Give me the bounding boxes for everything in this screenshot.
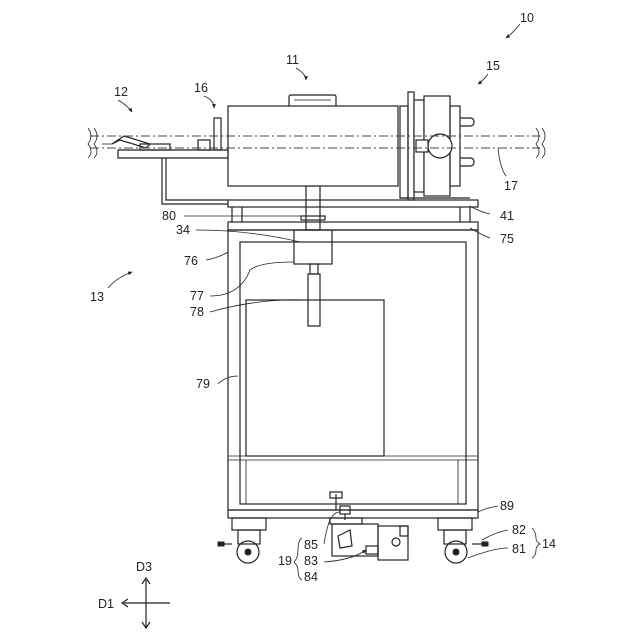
label-10: 10 <box>520 11 534 25</box>
label-83: 83 <box>304 554 318 568</box>
label-78: 78 <box>190 305 204 319</box>
label-81: 81 <box>512 542 526 556</box>
direction-d1-label: D1 <box>98 597 114 611</box>
label-85: 85 <box>304 538 318 552</box>
reference-numerals: 10 11 12 16 15 17 41 75 80 34 76 13 77 7… <box>90 11 556 584</box>
label-77: 77 <box>190 289 204 303</box>
main-vessel <box>228 95 398 186</box>
label-15: 15 <box>486 59 500 73</box>
direction-indicator: D3 D1 <box>98 560 170 628</box>
direction-d3-label: D3 <box>136 560 152 574</box>
label-13: 13 <box>90 290 104 304</box>
top-plate <box>228 200 478 222</box>
label-34: 34 <box>176 223 190 237</box>
label-80: 80 <box>162 209 176 223</box>
right-caster <box>438 518 488 563</box>
drive-unit <box>400 92 474 200</box>
label-75: 75 <box>500 232 514 246</box>
label-11: 11 <box>286 53 299 67</box>
label-41: 41 <box>500 209 514 223</box>
label-84: 84 <box>304 570 318 584</box>
left-tray <box>102 118 228 204</box>
label-79: 79 <box>196 377 210 391</box>
label-12: 12 <box>114 85 128 99</box>
cabinet-frame <box>228 222 478 518</box>
tank <box>246 300 384 456</box>
label-16: 16 <box>194 81 208 95</box>
label-76: 76 <box>184 254 198 268</box>
label-89: 89 <box>500 499 514 513</box>
label-82: 82 <box>512 523 526 537</box>
label-19: 19 <box>278 554 292 568</box>
valve-assembly <box>330 492 408 560</box>
label-17: 17 <box>504 179 518 193</box>
label-14: 14 <box>542 537 556 551</box>
left-caster <box>218 518 266 563</box>
